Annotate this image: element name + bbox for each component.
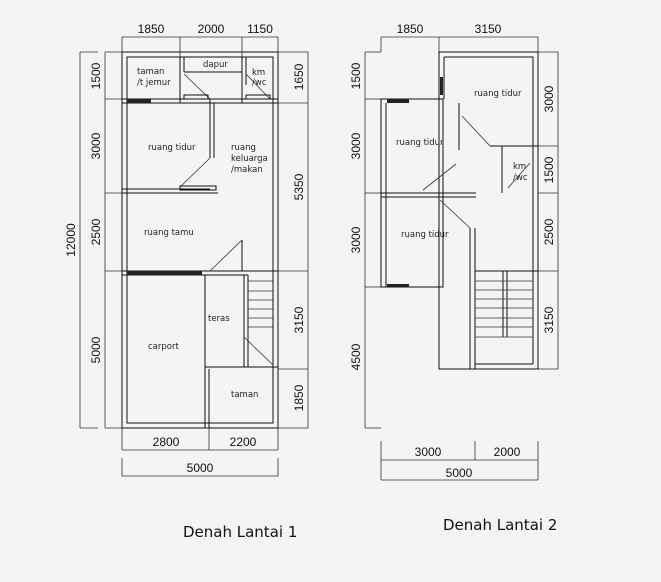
dim-left-4: 4500 xyxy=(349,343,363,370)
dim-top-1: 1850 xyxy=(397,22,424,36)
room-kmwc: km xyxy=(513,162,526,172)
floor-plan-2: 1850 3150 1500 3000 3000 4500 3000 1500 … xyxy=(349,22,559,534)
dim-left-2: 3000 xyxy=(349,132,363,159)
room-ruang-keluarga: ruang xyxy=(231,143,256,153)
dim-right-1: 1650 xyxy=(292,63,306,90)
room-kmwc-line2: /wc xyxy=(252,78,267,88)
plan-title-1: Denah Lantai 1 xyxy=(183,523,297,541)
dim-left-1: 1500 xyxy=(349,62,363,89)
plan-title-2: Denah Lantai 2 xyxy=(443,516,557,534)
dim-right-2: 5350 xyxy=(292,173,306,200)
dim-right-2: 1500 xyxy=(542,156,556,183)
room-kmwc: km xyxy=(252,68,265,78)
dim-right-3: 2500 xyxy=(542,218,556,245)
dim-bottom-2: 2000 xyxy=(494,445,521,459)
dim-top-1: 1850 xyxy=(138,22,165,36)
room-ruang-tidur-b: ruang tidur xyxy=(396,138,444,148)
dim-bottom-1: 2800 xyxy=(153,435,180,449)
room-ruang-tamu: ruang tamu xyxy=(144,228,194,238)
dim-left-3: 2500 xyxy=(89,218,103,245)
dim-bottom-total: 5000 xyxy=(446,466,473,480)
dim-right-4: 1850 xyxy=(292,384,306,411)
room-dapur: dapur xyxy=(203,60,228,70)
dim-bottom-2: 2200 xyxy=(230,435,257,449)
floor-plan-1: 1850 2000 1150 12000 1500 3000 2500 5000… xyxy=(64,22,309,541)
room-kmwc-line2: /wc xyxy=(513,173,528,183)
room-carport: carport xyxy=(148,342,179,352)
room-taman: taman xyxy=(231,390,258,400)
dim-bottom-total: 5000 xyxy=(187,461,214,475)
dim-left-4: 5000 xyxy=(89,336,103,363)
dim-left-3: 3000 xyxy=(349,226,363,253)
dim-top-2: 2000 xyxy=(198,22,225,36)
room-ruang-tidur-a: ruang tidur xyxy=(474,89,522,99)
room-ruang-keluarga-line2: keluarga xyxy=(231,154,268,164)
dim-right-3: 3150 xyxy=(292,306,306,333)
dim-left-total: 12000 xyxy=(64,223,78,257)
room-taman-jemur-line2: /t jemur xyxy=(137,78,171,88)
dim-left-1: 1500 xyxy=(89,62,103,89)
dim-left-2: 3000 xyxy=(89,132,103,159)
room-taman-jemur: taman xyxy=(137,67,164,77)
dim-top-2: 3150 xyxy=(475,22,502,36)
room-ruang-tidur: ruang tidur xyxy=(148,143,196,153)
dim-right-1: 3000 xyxy=(542,85,556,112)
dim-top-3: 1150 xyxy=(247,22,273,36)
room-ruang-tidur-c: ruang tidur xyxy=(401,230,449,240)
room-teras: teras xyxy=(208,314,230,324)
room-ruang-keluarga-line3: /makan xyxy=(231,165,263,175)
dim-right-4: 3150 xyxy=(542,306,556,333)
dim-bottom-1: 3000 xyxy=(415,445,442,459)
